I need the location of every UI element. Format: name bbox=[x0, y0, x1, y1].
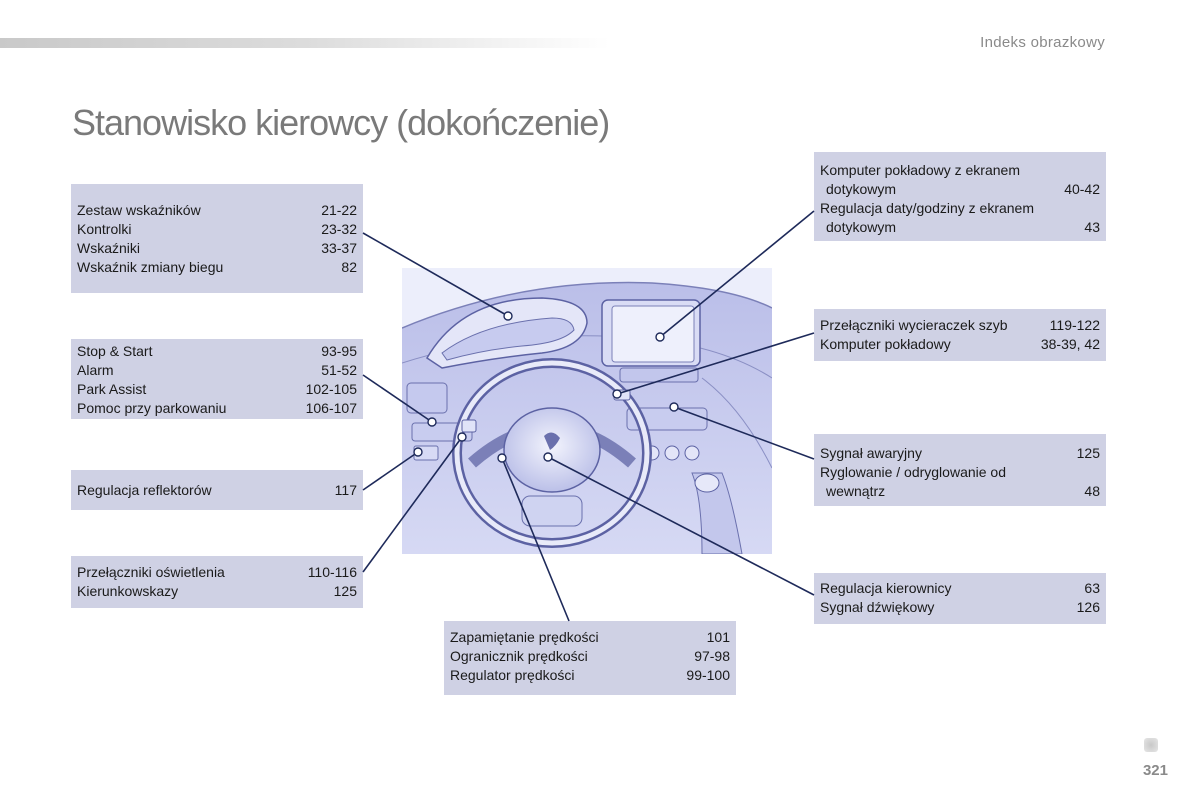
list-item: Ryglowanie / odryglowanie od bbox=[820, 464, 1006, 480]
list-item: Regulacja daty/godziny z ekranem bbox=[820, 200, 1035, 216]
dashboard-illustration bbox=[402, 268, 772, 554]
page-number: 321 bbox=[1142, 762, 1168, 779]
page-marker-icon bbox=[1144, 738, 1158, 752]
page-title: Stanowisko kierowcy (dokończenie) bbox=[72, 102, 610, 144]
header-bar bbox=[0, 38, 610, 48]
list-item: Komputer pokładowy z ekranem bbox=[820, 162, 1020, 178]
section-label: Indeks obrazkowy bbox=[980, 34, 1105, 51]
